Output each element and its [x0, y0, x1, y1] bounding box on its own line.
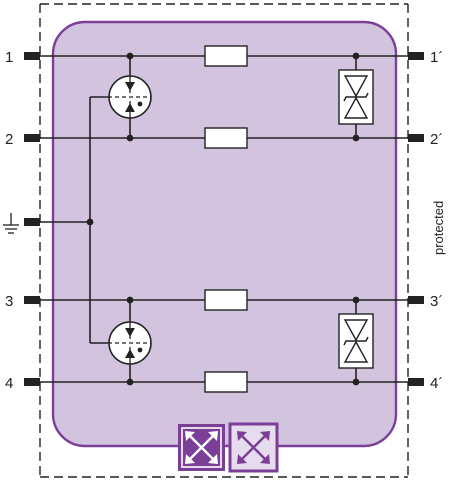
terminal-label-1: 1 [5, 49, 13, 66]
resistor-icon [204, 127, 248, 149]
terminal-label-1-prime: 1´ [430, 49, 443, 66]
terminal-blocks [24, 52, 424, 386]
terminal-3-prime [408, 296, 424, 304]
terminal-label-2-prime: 2´ [430, 131, 443, 148]
terminal-4 [24, 378, 40, 386]
terminal-3 [24, 296, 40, 304]
resistor-icon [204, 371, 248, 393]
terminal-label-2: 2 [5, 131, 13, 148]
bidirectional-tvs-diode-icon [338, 313, 374, 369]
gas-discharge-tube-icon [108, 75, 152, 119]
terminal-4-prime [408, 378, 424, 386]
terminal-1 [24, 52, 40, 60]
terminal-2-prime [408, 134, 424, 142]
terminal-1-prime [408, 52, 424, 60]
protected-label: protected [431, 201, 446, 255]
terminal-label-3: 3 [5, 293, 13, 310]
terminal-2 [24, 134, 40, 142]
gas-discharge-tube-icon [108, 321, 152, 365]
ground-icon [3, 213, 19, 234]
terminal-label-3-prime: 3´ [430, 293, 443, 310]
bidirectional-tvs-diode-icon [338, 69, 374, 125]
outer-enclosure [39, 3, 409, 478]
arrows-badge-filled-icon [178, 424, 225, 471]
terminal-label-4-prime: 4´ [430, 375, 443, 392]
resistor-icon [204, 45, 248, 67]
junction-dots [86, 52, 360, 386]
terminal-label-4: 4 [5, 375, 13, 392]
terminal-ground [24, 218, 40, 226]
resistor-icon [204, 289, 248, 311]
arrows-badge-outline-icon [228, 422, 279, 473]
